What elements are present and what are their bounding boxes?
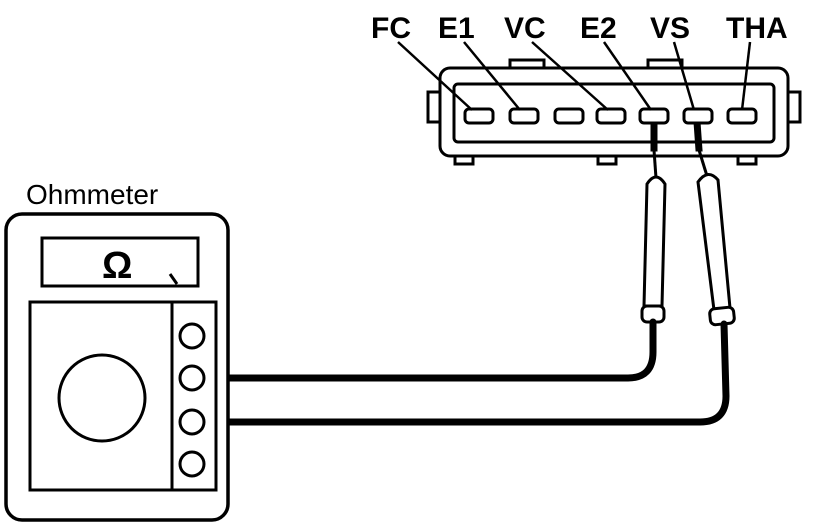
probe-vs-shaft bbox=[697, 149, 709, 177]
lead-vs bbox=[204, 320, 730, 426]
probe-vs-handle bbox=[696, 173, 732, 312]
leader-line-e1 bbox=[463, 41, 521, 111]
ohmmeter: Ω bbox=[4, 212, 230, 522]
leader-line-e2 bbox=[602, 41, 653, 111]
terminal-slot-unused bbox=[553, 107, 585, 125]
ohmmeter-title: Ohmmeter bbox=[26, 179, 158, 210]
leader-line-fc bbox=[397, 41, 473, 111]
terminal-label-e1: E1 bbox=[438, 12, 475, 45]
probe-vs-tip bbox=[693, 121, 703, 152]
probe-e2-handle bbox=[642, 175, 667, 308]
leader-line-vs bbox=[672, 41, 696, 111]
leader-line-vc bbox=[531, 41, 609, 111]
jack-1[interactable] bbox=[178, 322, 206, 350]
probe-e2-shaft bbox=[652, 149, 658, 179]
jack-4[interactable] bbox=[178, 450, 206, 478]
lead-e2 bbox=[204, 318, 657, 382]
connector bbox=[426, 58, 802, 166]
terminal-label-vs: VS bbox=[650, 12, 690, 45]
terminal-labels: FC E1 VC E2 VS THA bbox=[371, 12, 788, 45]
test-leads bbox=[204, 318, 730, 426]
selector-dial[interactable] bbox=[57, 353, 147, 443]
terminal-slot-vc bbox=[595, 107, 627, 125]
terminal-slot-e2 bbox=[638, 107, 670, 125]
probe-vs bbox=[693, 121, 736, 327]
ohm-symbol: Ω bbox=[102, 245, 132, 287]
terminal-leader-lines bbox=[397, 41, 752, 111]
terminal-label-tha: THA bbox=[726, 12, 788, 45]
terminal-slot-tha bbox=[726, 107, 758, 125]
terminal-label-e2: E2 bbox=[580, 12, 617, 45]
jack-2[interactable] bbox=[178, 364, 206, 392]
terminal-slot-vs bbox=[682, 107, 714, 125]
probe-e2-tip bbox=[650, 122, 658, 152]
terminal-slot-fc bbox=[463, 107, 495, 125]
terminal-label-vc: VC bbox=[504, 12, 546, 45]
terminal-label-fc: FC bbox=[371, 12, 411, 45]
probe-e2 bbox=[640, 122, 667, 324]
terminal-slot-e1 bbox=[508, 107, 540, 125]
jack-3[interactable] bbox=[178, 408, 206, 436]
display-needle bbox=[168, 273, 179, 285]
leader-line-tha bbox=[740, 41, 752, 111]
